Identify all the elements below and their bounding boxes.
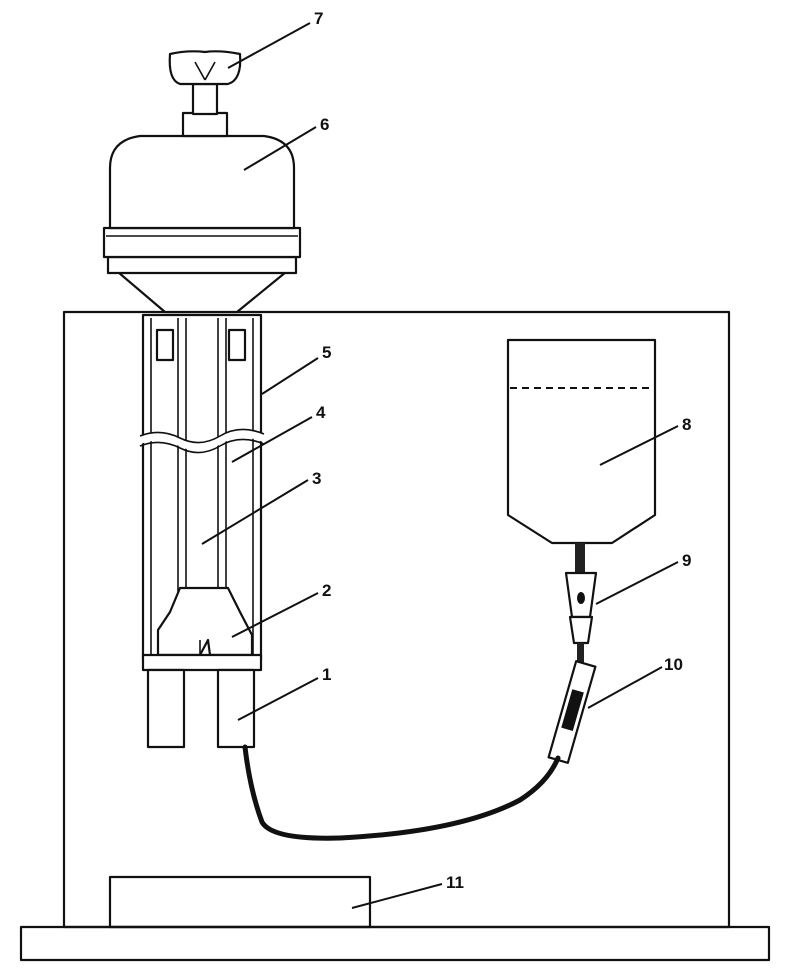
bottom-collar [141, 653, 263, 672]
knob-stem [191, 82, 219, 116]
stand-board [62, 310, 731, 929]
base-plate [19, 925, 771, 962]
outlet-tube-left [146, 668, 186, 749]
label-9: 9 [682, 551, 691, 570]
hopper-cap [102, 111, 302, 314]
top-block-left [155, 328, 175, 362]
funnel [116, 270, 288, 314]
leader-8 [599, 425, 679, 466]
cone-insert [156, 586, 254, 657]
label-6: 6 [320, 115, 329, 134]
leader-7 [227, 22, 311, 69]
tubing [242, 744, 561, 841]
knob-handle [168, 50, 242, 86]
label-8: 8 [682, 415, 691, 434]
column-assembly [138, 313, 266, 749]
base-box [108, 875, 372, 929]
leader-10 [587, 666, 663, 709]
knob [168, 50, 242, 116]
bottle [506, 338, 657, 573]
outlet-tube-right [216, 668, 256, 749]
label-11: 11 [446, 873, 464, 892]
dome [108, 134, 296, 230]
drip-drop [577, 592, 585, 604]
top-block-right [227, 328, 247, 362]
label-1: 1 [322, 665, 331, 684]
hopper-rim [106, 255, 298, 275]
bottle-neck [575, 543, 585, 573]
leader-2 [231, 592, 319, 638]
leader-3 [201, 479, 309, 545]
leader-9 [595, 561, 679, 605]
label-10: 10 [664, 655, 683, 674]
leader-4 [231, 416, 313, 463]
bottle-body [506, 338, 657, 545]
leader-6 [243, 126, 317, 171]
label-4: 4 [316, 403, 326, 422]
label-3: 3 [312, 469, 321, 488]
leader-5 [261, 357, 319, 395]
label-5: 5 [322, 343, 331, 362]
label-7: 7 [314, 9, 323, 28]
clamp [547, 660, 597, 764]
break-line [138, 429, 266, 451]
label-2: 2 [322, 581, 331, 600]
leader-1 [237, 677, 319, 721]
hopper-band [102, 226, 302, 259]
drip-chamber [564, 571, 598, 663]
leader-11 [351, 883, 443, 909]
dome-neck [181, 111, 229, 138]
